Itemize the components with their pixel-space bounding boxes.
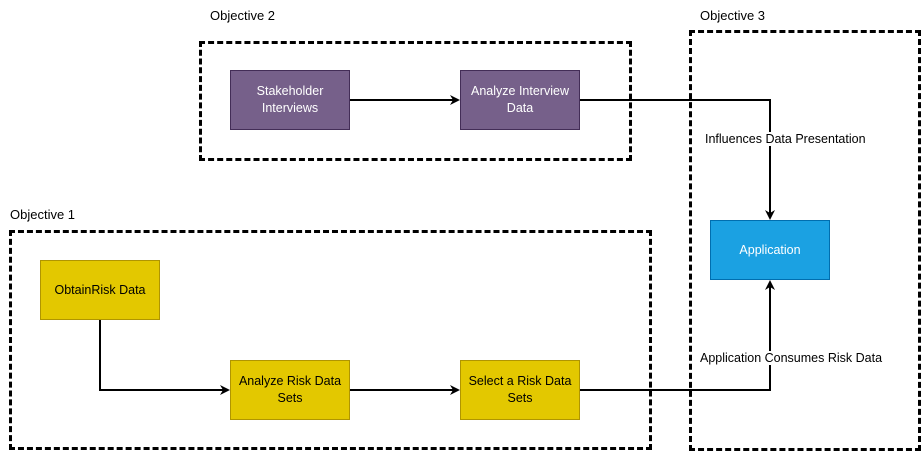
analyze-interview-data-node[interactable]: Analyze Interview Data bbox=[460, 70, 580, 130]
analyze-risk-data-sets-text: Analyze Risk Data Sets bbox=[238, 374, 342, 405]
application-node[interactable]: Application bbox=[710, 220, 830, 280]
analyze-risk-data-sets-node[interactable]: Analyze Risk Data Sets bbox=[230, 360, 350, 420]
application-consumes-risk-data-label: Application Consumes Risk Data bbox=[699, 351, 884, 365]
stakeholder-interviews-node[interactable]: Stakeholder Interviews bbox=[230, 70, 350, 130]
edge-select-risk-to-application bbox=[580, 280, 775, 391]
obtain-risk-data-text: ObtainRisk Data bbox=[54, 282, 146, 297]
obtain-risk-data-node[interactable]: ObtainRisk Data bbox=[40, 260, 160, 320]
objective-2-label: Objective 2 bbox=[210, 8, 276, 23]
select-risk-data-sets-text: Select a Risk Data Sets bbox=[468, 374, 572, 405]
objective-1-group bbox=[9, 230, 652, 450]
objective-3-label: Objective 3 bbox=[700, 8, 766, 23]
select-risk-data-sets-node[interactable]: Select a Risk Data Sets bbox=[460, 360, 580, 420]
edge-obtain-to-analyze-risk bbox=[99, 320, 230, 395]
objective-1-label: Objective 1 bbox=[10, 207, 76, 222]
stakeholder-interviews-text: Stakeholder Interviews bbox=[256, 84, 324, 115]
objective-3-group bbox=[689, 30, 921, 451]
analyze-interview-data-text: Analyze Interview Data bbox=[471, 84, 569, 115]
application-text: Application bbox=[739, 242, 801, 257]
influences-data-presentation-label: Influences Data Presentation bbox=[704, 132, 867, 146]
edge-analyze-interview-to-application bbox=[580, 99, 775, 220]
